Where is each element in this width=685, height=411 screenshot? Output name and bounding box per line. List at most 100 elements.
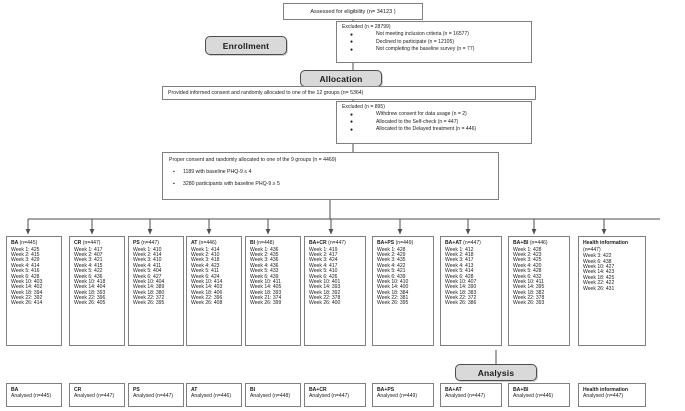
week-row: Week 6: 439 (250, 273, 279, 280)
group-n: (n=447) (82, 240, 101, 246)
list-item: ●Declined to participate (n = 12105) (342, 39, 527, 46)
week-row: Week 6: 427 (133, 273, 162, 280)
week-row: Week 1: 412 (445, 246, 474, 253)
group-label: BA+CR (309, 240, 327, 246)
stage-allocation-label: Allocation (319, 73, 363, 84)
stage-analysis-label: Analysis (477, 367, 515, 378)
week-row: Week 14: 393 (309, 284, 341, 291)
week-row: Week 3: 417 (445, 257, 474, 264)
week-row: Week 22: 396 (74, 295, 106, 302)
exclusion-2-header: Excluded (n = 895) (342, 104, 385, 110)
bullet-icon: ▪ (173, 169, 175, 176)
week-row: Week 2: 417 (309, 251, 338, 258)
week-row: Week 14: 390 (445, 284, 477, 291)
group-name: PS (n=447) (133, 240, 180, 246)
group-box-ps: PS (n=447) Week 1: 410 Week 2: 414 Week … (128, 236, 184, 346)
week-row: Week 26: 431 (583, 285, 615, 292)
group-box-ba: BA (n=445) Week 1: 425 Week 2: 415 Week … (6, 236, 62, 346)
stage-allocation: Allocation (300, 70, 382, 87)
week-row: Week 10: 404 (133, 278, 165, 285)
group-n: (n=447) (463, 240, 481, 246)
week-row: Week 4: 417 (309, 262, 338, 269)
week-row: Week 26: 399 (250, 300, 282, 307)
analysis-box-bi: BI Analysed (n=448) (245, 383, 301, 407)
week-row: Week 1: 414 (191, 246, 220, 253)
analysis-box-at: AT Analysed (n=446) (186, 383, 242, 407)
week-row: Week 1: 410 (133, 246, 162, 253)
week-row: Week 6: 438 (583, 258, 612, 265)
week-row: Week 4: 423 (191, 262, 220, 269)
group-label: Health information (583, 240, 628, 246)
analysis-value: Analysed (n=447) (133, 393, 174, 400)
analysis-value: Analysed (n=447) (583, 393, 624, 400)
week-row: Week 2: 407 (74, 251, 103, 258)
list-item: ●Withdrew consent for data usage (n = 2) (342, 111, 527, 118)
week-row: Week 14: 400 (377, 284, 409, 291)
week-row: Week 10: 403 (11, 278, 43, 285)
consent-allocation-box: Provided informed consent and randomly a… (162, 86, 536, 100)
group-label: BA (11, 240, 19, 246)
group-box-bi: BI (n=448) Week 1: 436 Week 2: 435 Week … (245, 236, 301, 346)
group-n: (n=447) (141, 240, 159, 246)
week-row: Week 18: 384 (377, 289, 409, 296)
group-name: BI (n=448) (250, 240, 297, 246)
week-row: Week 2: 418 (445, 251, 474, 258)
analysis-box-ba-at: BA+AT Analysed (n=447) (440, 383, 502, 407)
exclusion-2-item-2: Allocated to the Delayed treatment (n = … (376, 126, 477, 133)
week-row: Week 1: 417 (74, 246, 103, 253)
week-row: Week 6: 424 (191, 273, 220, 280)
week-row: Week 22: 372 (133, 295, 165, 302)
group-n: (n=448) (256, 240, 275, 246)
week-row: Week 5: 422 (74, 268, 103, 275)
week-row: Week 14: 395 (513, 284, 545, 291)
week-row: Week 6: 436 (74, 273, 103, 280)
analysis-value: Analysed (n=445) (11, 393, 52, 400)
bullet-icon: ▪ (173, 181, 175, 188)
week-row: Week 6: 428 (445, 273, 474, 280)
week-row: Week 18: 380 (133, 289, 165, 296)
analysis-group-name: CR (74, 387, 82, 393)
exclusion-box-2: Excluded (n = 895) ●Withdrew consent for… (336, 101, 532, 144)
week-row: Week 10: 427 (583, 263, 615, 270)
week-row: Week 18: 425 (583, 274, 615, 281)
group-name: Health information (583, 240, 642, 246)
exclusion-1-list: ●Not meeting inclusion criteria (n = 165… (342, 32, 527, 53)
week-row: Week 3: 435 (377, 257, 406, 264)
analysis-box-ba: BA Analysed (n=445) (6, 383, 62, 407)
group-box-ba-cr: BA+CR (n=447) Week 1: 419 Week 2: 417 We… (304, 236, 366, 346)
group-label: PS (133, 240, 140, 246)
group-n: (n=445) (19, 240, 38, 246)
week-row: Week 4: 413 (445, 262, 474, 269)
exclusion-2-item-1: Allocated to the Self-check (n = 447) (376, 118, 459, 125)
week-row: Week 3: 429 (11, 257, 40, 264)
week-row: Week 2: 410 (191, 251, 220, 258)
week-row: Week 1: 428 (377, 246, 406, 253)
group-box-ba-bi: BA+BI (n=446) Week 1: 428 Week 2: 423 We… (508, 236, 570, 346)
analysis-group-name: AT (191, 387, 198, 393)
week-row: Week 1: 428 (513, 246, 542, 253)
analysis-group-name: BA+AT (445, 387, 462, 393)
group-label: BA+AT (445, 240, 462, 246)
week-row: Week 4: 420 (513, 262, 542, 269)
analysis-group-name: BA+CR (309, 387, 327, 393)
week-row: Week 10: 411 (250, 278, 281, 285)
group-name: BA+CR (n=447) (309, 240, 362, 246)
week-row: Week 3: 418 (191, 257, 220, 264)
proper-consent-box: Proper consent and randomly allocated to… (162, 152, 499, 200)
list-item: ●Not completing the baseline survey (n =… (342, 47, 527, 53)
group-label: BA+PS (377, 240, 395, 246)
week-row: Week 18: 383 (445, 289, 477, 296)
week-row: Week 10: 418 (74, 278, 106, 285)
analysis-box-ba-cr: BA+CR Analysed (n=447) (304, 383, 366, 407)
proper-item-1: 3280 participants with baseline PHQ-9 ≥ … (183, 181, 280, 188)
week-row: Week 26: 395 (377, 300, 409, 307)
week-row: Week 6: 426 (309, 273, 338, 280)
bullet-icon: ● (350, 126, 354, 133)
bullet-icon: ● (350, 39, 354, 46)
week-row: Week 18: 406 (191, 289, 223, 296)
group-name: BA+PS (n=449) (377, 240, 430, 246)
analysis-box-health-information: Health information Analysed (n=447) (578, 383, 646, 407)
week-row: Week 1: 425 (11, 246, 40, 253)
exclusion-2-item-0: Withdrew consent for data usage (n = 2) (376, 111, 467, 118)
